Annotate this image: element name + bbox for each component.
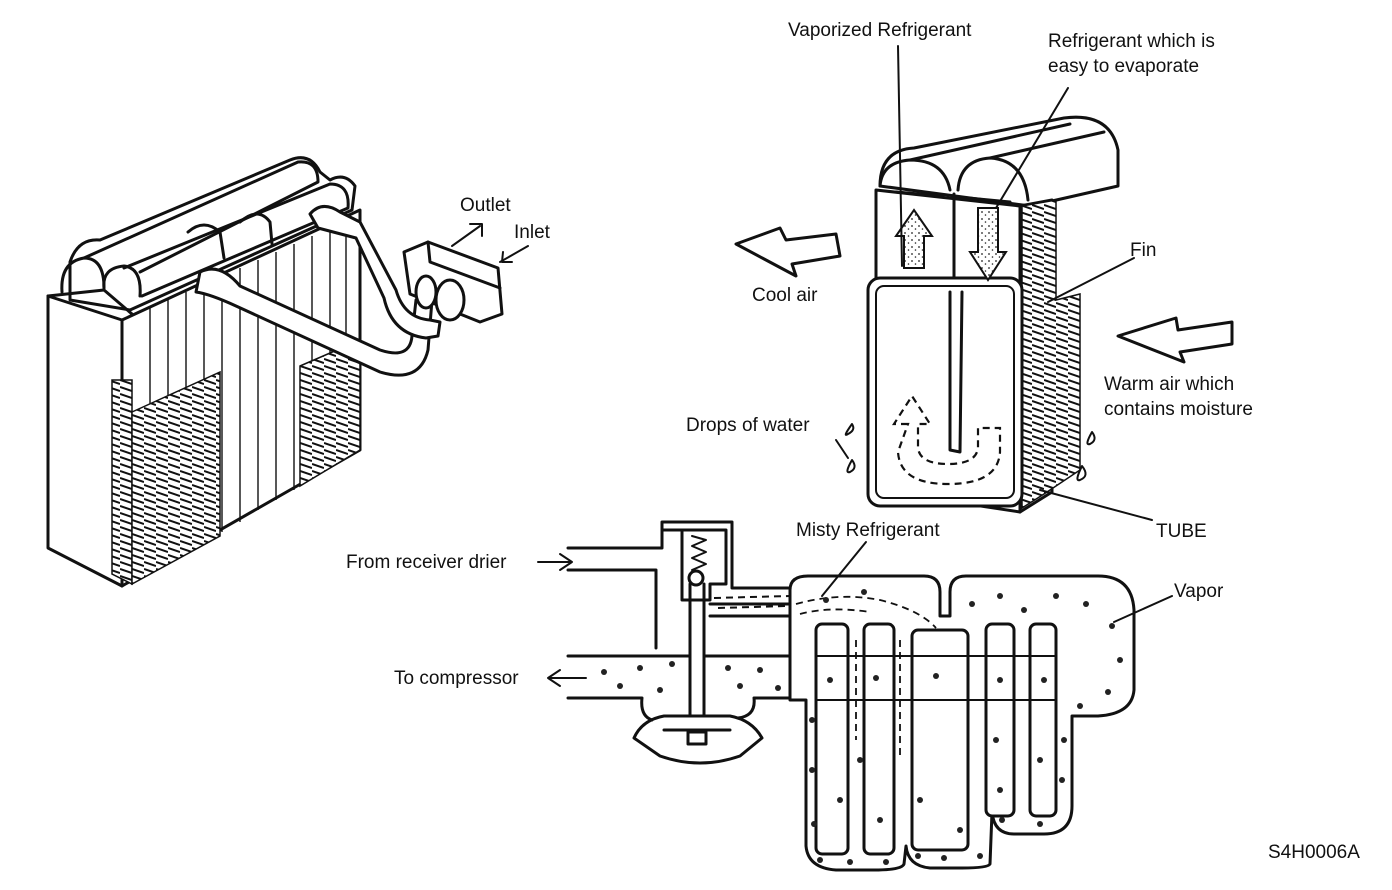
leader-lines-bottom: [821, 541, 1173, 623]
label-refrigerant-easy-line1: Refrigerant which is: [1048, 31, 1215, 52]
evaporator-section: [734, 115, 1234, 514]
label-vaporized-refrigerant: Vaporized Refrigerant: [788, 20, 972, 41]
label-outlet: Outlet: [460, 195, 511, 216]
evaporator-core: [46, 156, 529, 588]
label-to-compressor: To compressor: [394, 668, 519, 689]
label-refrigerant-easy-line2: easy to evaporate: [1048, 56, 1199, 77]
label-cool-air: Cool air: [752, 285, 818, 306]
label-misty-refrigerant: Misty Refrigerant: [796, 520, 940, 541]
label-inlet: Inlet: [514, 222, 551, 243]
label-warm-air-line1: Warm air which: [1104, 374, 1234, 395]
expansion-valve-flow: [537, 520, 1136, 872]
label-warm-air-line2: contains moisture: [1104, 399, 1253, 420]
label-drops-of-water: Drops of water: [686, 415, 810, 436]
label-figure-code: S4H0006A: [1268, 842, 1360, 863]
label-vapor: Vapor: [1174, 581, 1224, 602]
label-tube: TUBE: [1156, 521, 1207, 542]
label-fin: Fin: [1130, 240, 1156, 261]
label-from-receiver-drier: From receiver drier: [346, 552, 507, 573]
leader-lines-top: [835, 45, 1153, 521]
